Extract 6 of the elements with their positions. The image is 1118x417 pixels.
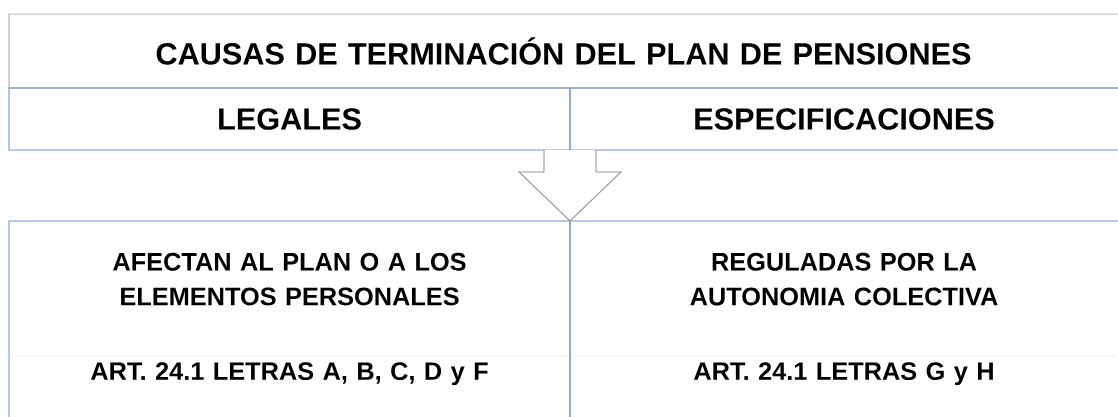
category-cell: LEGALES [8, 87, 571, 151]
block-arrow [517, 149, 623, 222]
description-cell: REGULADAS POR LA AUTONOMIA COLECTIVA ART. 24.1 LETRAS G y H [569, 220, 1118, 417]
description-cell: AFECTAN AL PLAN O A LOS ELEMENTOS PERSONALES ART. 24.1 LETRAS A, B, C, D y F [8, 220, 571, 417]
title-box: CAUSAS DE TERMINACIÓN DEL PLAN DE PENSIONES [8, 13, 1118, 89]
category-cell: ESPECIFICACIONES [569, 87, 1118, 151]
